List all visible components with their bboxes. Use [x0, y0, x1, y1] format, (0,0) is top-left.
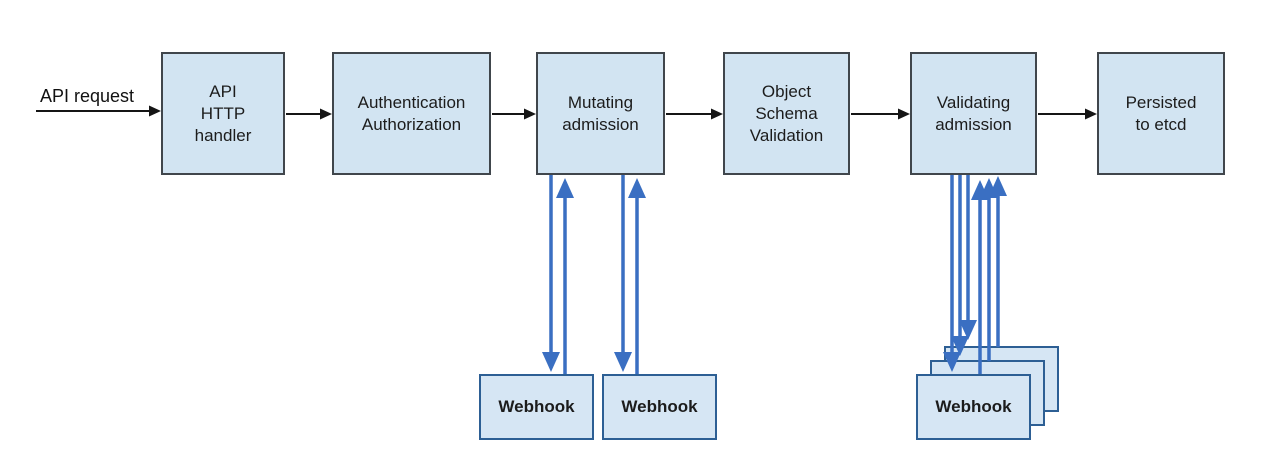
- arrow-auth-to-mutating: [492, 108, 536, 120]
- box-webhook-mutating-right-label: Webhook: [621, 397, 698, 416]
- box-api-http-handler-label: API HTTP handler: [194, 81, 252, 145]
- box-validating-admission-label: Validating admission: [935, 92, 1012, 134]
- mutating-webhook-right-request-arrow: [614, 175, 632, 372]
- arrow-mutating-to-schema: [666, 108, 723, 120]
- mutating-webhook-left-request-arrow: [542, 175, 560, 372]
- mutating-webhook-left-response-arrow: [556, 178, 574, 374]
- validating-webhook-response-arrows: [971, 176, 1007, 374]
- box-authentication-authorization: Authentication Authorization: [332, 52, 491, 175]
- box-webhook-validating-front: Webhook: [916, 374, 1031, 440]
- box-api-http-handler: API HTTP handler: [161, 52, 285, 175]
- arrow-handler-to-auth: [286, 108, 332, 120]
- arrow-validating-to-etcd: [1038, 108, 1097, 120]
- validating-webhook-request-arrows: [943, 175, 977, 372]
- box-persisted-to-etcd: Persisted to etcd: [1097, 52, 1225, 175]
- box-object-schema-validation: Object Schema Validation: [723, 52, 850, 175]
- api-request-arrow: [36, 105, 161, 117]
- box-mutating-admission: Mutating admission: [536, 52, 665, 175]
- api-request-label: API request: [40, 86, 135, 106]
- box-webhook-mutating-right: Webhook: [602, 374, 717, 440]
- box-validating-admission: Validating admission: [910, 52, 1037, 175]
- box-webhook-mutating-left-label: Webhook: [498, 397, 575, 416]
- box-mutating-admission-label: Mutating admission: [562, 92, 639, 134]
- box-persisted-to-etcd-label: Persisted to etcd: [1125, 92, 1197, 134]
- box-authentication-authorization-label: Authentication Authorization: [357, 92, 466, 134]
- box-webhook-mutating-left: Webhook: [479, 374, 594, 440]
- mutating-webhook-right-response-arrow: [628, 178, 646, 374]
- box-object-schema-validation-label: Object Schema Validation: [749, 81, 824, 145]
- box-webhook-validating-front-label: Webhook: [935, 397, 1012, 416]
- arrow-schema-to-validating: [851, 108, 910, 120]
